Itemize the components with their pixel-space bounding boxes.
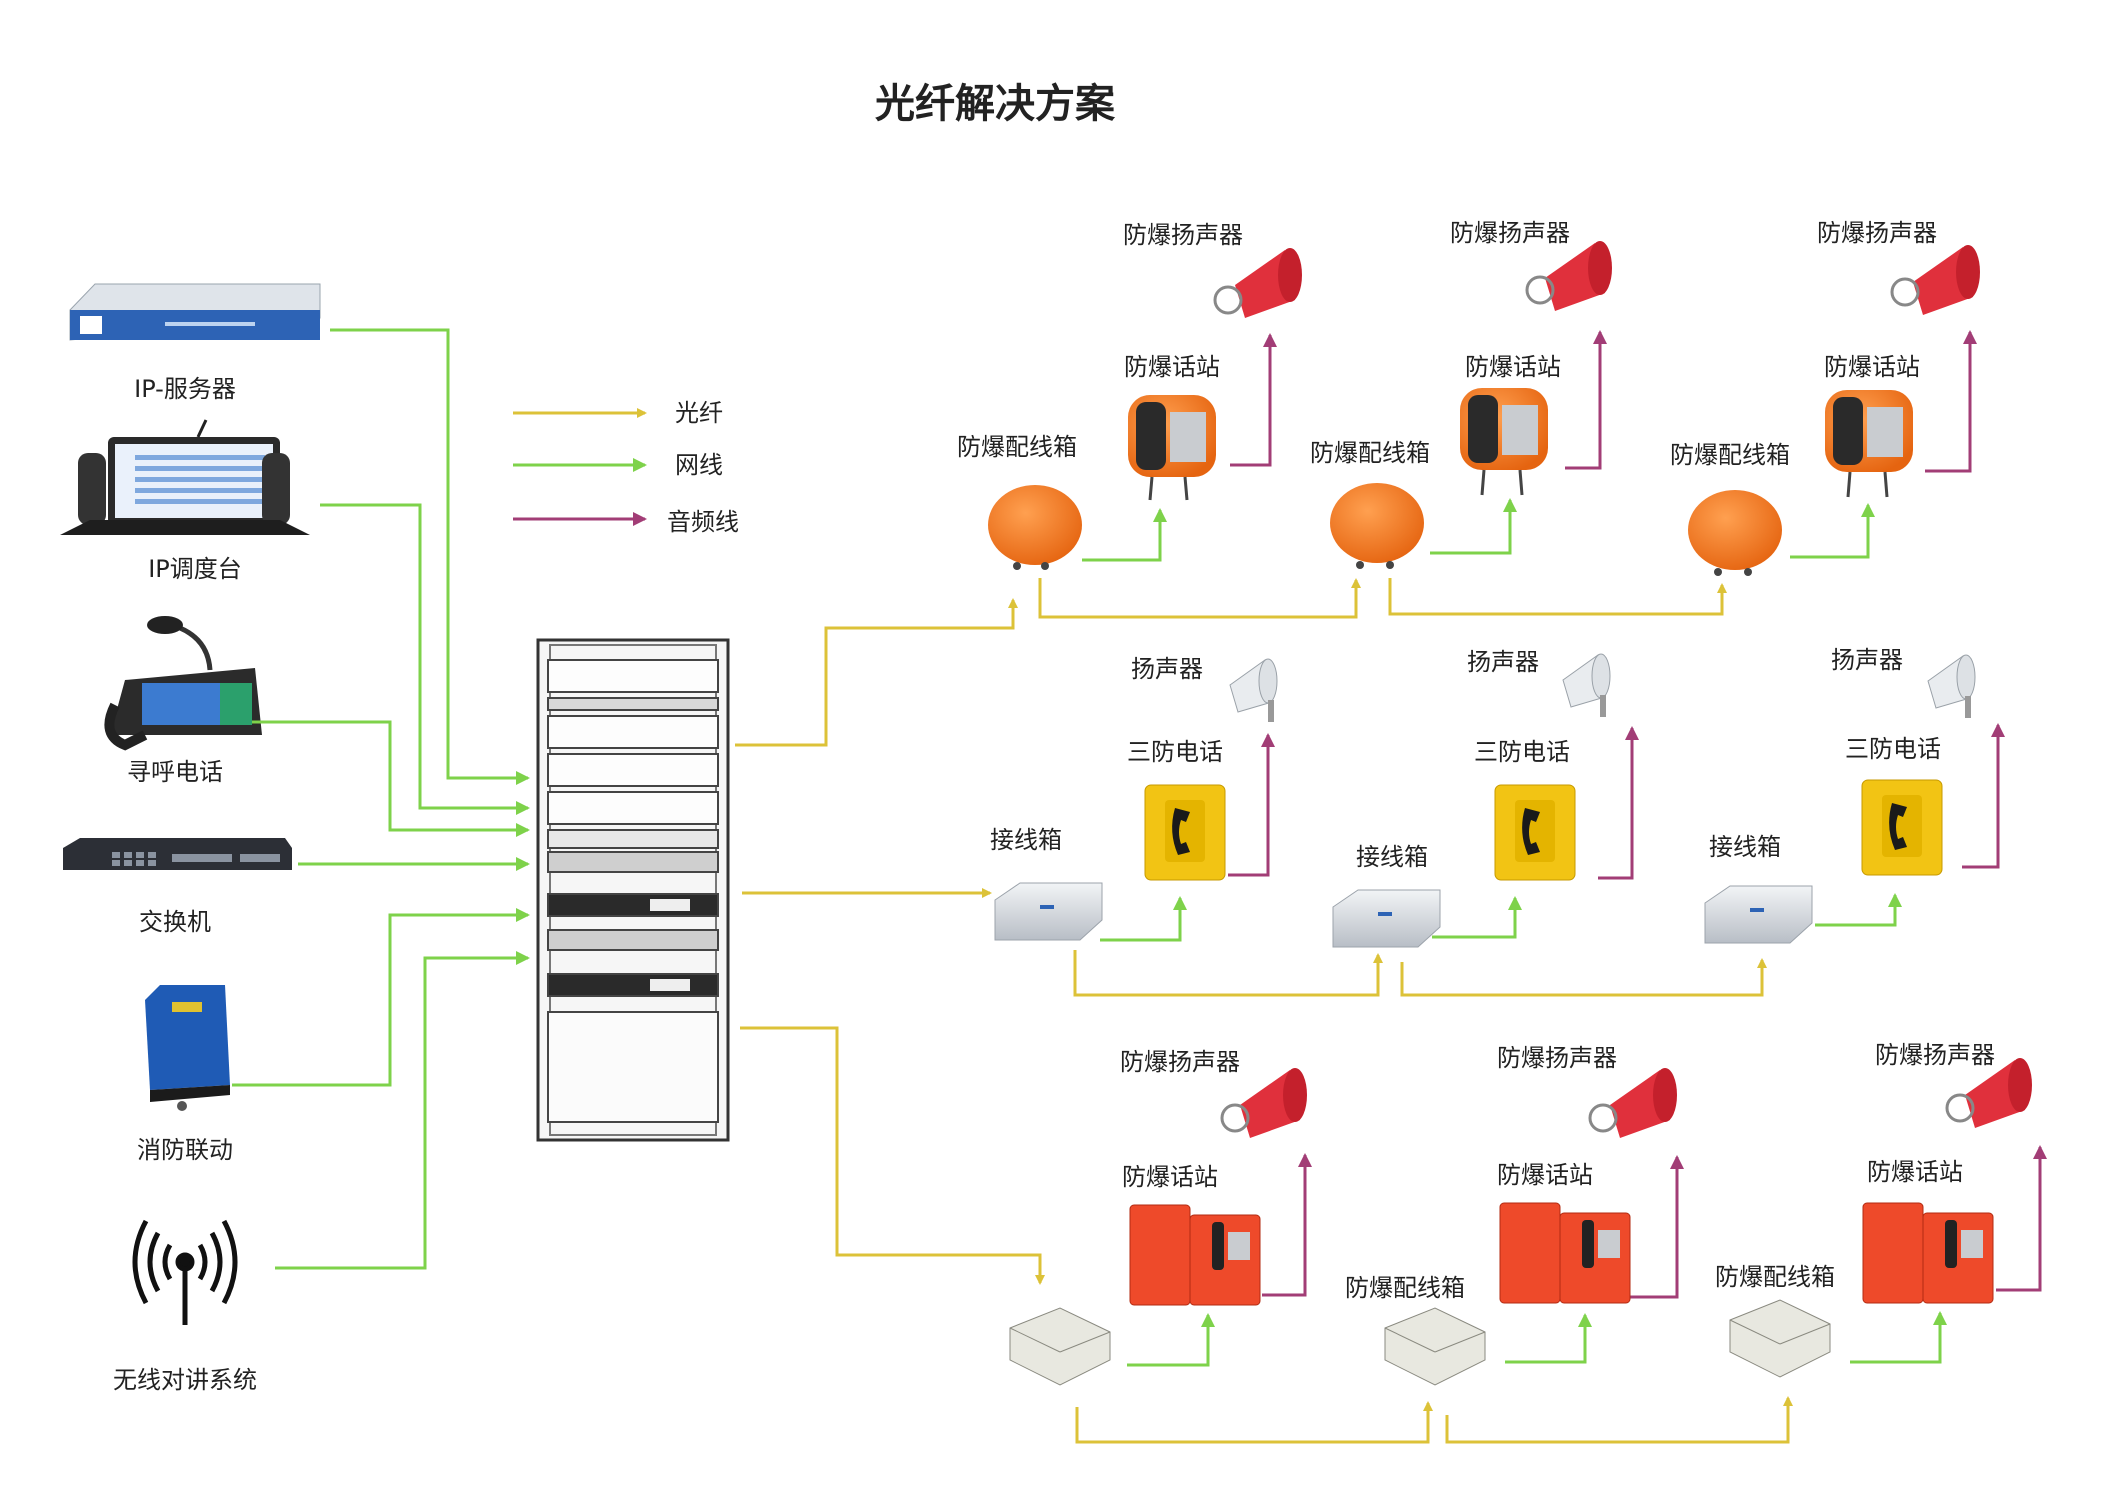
- legend-network-label: 网线: [675, 451, 723, 479]
- row3-phone-2-icon: [1499, 1202, 1631, 1304]
- row3-junction-3-icon: [1729, 1299, 1831, 1378]
- row1-speaker-2-label: 防爆扬声器: [1450, 219, 1570, 247]
- row2-speaker-3-icon: [1927, 654, 1976, 718]
- left-network-lines: [232, 328, 530, 1270]
- row2-phone-1-icon: [1144, 784, 1226, 881]
- rack-fiber-lines: [735, 598, 1045, 1285]
- row3-junction-2-label: 防爆配线箱: [1715, 1263, 1835, 1291]
- row1-phone-1-label: 防爆话站: [1124, 353, 1220, 381]
- row3-junction-1-icon: [1009, 1307, 1111, 1386]
- row1-speaker-3-label: 防爆扬声器: [1817, 219, 1937, 247]
- ip-console-label: IP调度台: [148, 555, 242, 583]
- row2-junction-3-icon: [1704, 885, 1813, 944]
- wireless-antenna-icon: [132, 1219, 238, 1325]
- row2-phone-3-label: 三防电话: [1845, 735, 1941, 763]
- row3-phone-3-label: 防爆话站: [1867, 1158, 1963, 1186]
- row3-speaker-1-icon: [1220, 1068, 1307, 1138]
- row3-speaker-3-label: 防爆扬声器: [1875, 1041, 1995, 1069]
- row2-speaker-1-icon: [1229, 658, 1278, 722]
- paging-phone-label: 寻呼电话: [127, 758, 223, 786]
- row3-phone-3-icon: [1862, 1202, 1994, 1304]
- row3-speaker-2-icon: [1588, 1068, 1677, 1138]
- row3-junction-1-label: 防爆配线箱: [1345, 1274, 1465, 1302]
- ip-console-icon: [60, 419, 310, 535]
- row1-lines: [1038, 330, 1977, 619]
- row1-phone-3-icon: [1825, 390, 1913, 498]
- row1-speaker-1-label: 防爆扬声器: [1123, 221, 1243, 249]
- row1-phone-2-icon: [1460, 388, 1548, 496]
- switch-label: 交换机: [139, 908, 211, 936]
- legend-fiber-label: 光纤: [675, 399, 723, 427]
- row2-junction-3-label: 接线箱: [1709, 833, 1781, 861]
- row2-junction-2-icon: [1332, 889, 1441, 948]
- row2-junction-1-label: 接线箱: [990, 826, 1062, 854]
- row2-speaker-2-label: 扬声器: [1467, 648, 1539, 676]
- server-rack-icon: [536, 638, 730, 1142]
- fire-linkage-label: 消防联动: [137, 1136, 233, 1164]
- row2-speaker-3-label: 扬声器: [1831, 646, 1903, 674]
- row1-speaker-2-icon: [1525, 241, 1612, 311]
- row2-lines: [1073, 723, 2005, 997]
- fire-linkage-icon: [145, 985, 230, 1111]
- row1-junction-1-label: 防爆配线箱: [957, 433, 1077, 461]
- page-title: 光纤解决方案: [875, 81, 1116, 127]
- row2-phone-2-icon: [1494, 784, 1576, 881]
- row1-speaker-3-icon: [1890, 245, 1980, 315]
- row3-phone-1-label: 防爆话站: [1122, 1163, 1218, 1191]
- row1-junction-1-icon: [988, 485, 1082, 570]
- ip-server-label: IP-服务器: [134, 375, 236, 403]
- row3-speaker-3-icon: [1945, 1058, 2032, 1128]
- ip-server-icon: [69, 283, 321, 341]
- row2-junction-2-label: 接线箱: [1356, 843, 1428, 871]
- row1-phone-1-icon: [1128, 395, 1216, 501]
- switch-icon: [63, 838, 292, 870]
- row2-phone-2-label: 三防电话: [1474, 738, 1570, 766]
- row1-junction-3-label: 防爆配线箱: [1670, 441, 1790, 469]
- row1-junction-2-icon: [1330, 483, 1424, 569]
- legend: 光纤 网线 音频线: [513, 399, 739, 536]
- row3-phone-2-label: 防爆话站: [1497, 1161, 1593, 1189]
- row1-junction-2-label: 防爆配线箱: [1310, 439, 1430, 467]
- row1-phone-3-label: 防爆话站: [1824, 353, 1920, 381]
- row1-speaker-1-icon: [1213, 248, 1302, 318]
- paging-phone-icon: [104, 616, 262, 751]
- row3-lines: [1075, 1145, 2047, 1444]
- row2-phone-1-label: 三防电话: [1127, 738, 1223, 766]
- row2-junction-1-icon: [994, 882, 1103, 941]
- row3-speaker-1-label: 防爆扬声器: [1120, 1048, 1240, 1076]
- row3-phone-1-icon: [1129, 1204, 1261, 1306]
- row2-speaker-1-label: 扬声器: [1131, 655, 1203, 683]
- row3-junction-2-icon: [1384, 1307, 1486, 1386]
- row2-phone-3-icon: [1861, 779, 1943, 876]
- row2-speaker-2-icon: [1562, 653, 1611, 717]
- row1-junction-3-icon: [1688, 490, 1782, 576]
- wireless-label: 无线对讲系统: [113, 1366, 257, 1394]
- row1-phone-2-label: 防爆话站: [1465, 353, 1561, 381]
- row3-speaker-2-label: 防爆扬声器: [1497, 1044, 1617, 1072]
- legend-audio-label: 音频线: [667, 508, 739, 536]
